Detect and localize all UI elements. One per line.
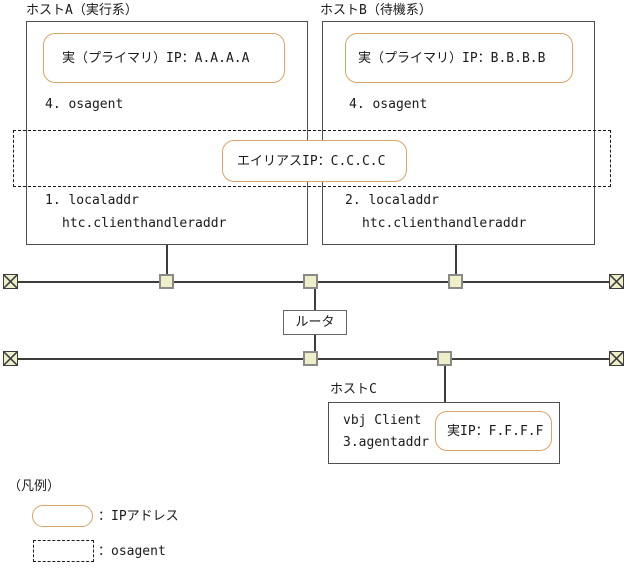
host-c-agentaddr-label: 3.agentaddr xyxy=(343,435,430,450)
host-a-box xyxy=(26,21,308,245)
bus-terminator-icon xyxy=(3,274,18,289)
host-a-localaddr-label: 1. localaddr xyxy=(45,193,139,208)
host-b-primary-ip-pill: 実（プライマリ）IP：B.B.B.B xyxy=(345,33,573,83)
host-b-primary-ip-label: 実（プライマリ）IP：B.B.B.B xyxy=(358,50,546,66)
host-a-network-tap xyxy=(159,274,174,289)
host-c-title: ホストC xyxy=(330,382,377,397)
host-c-drop-line xyxy=(444,366,446,403)
bus-terminator-icon xyxy=(609,274,624,289)
osagent-dashed-box xyxy=(13,130,611,187)
host-a-drop-line xyxy=(166,245,168,276)
legend-osagent-box-icon xyxy=(33,540,94,562)
router-bottom-network-tap xyxy=(303,351,318,366)
legend-ip-pill-icon xyxy=(32,505,93,527)
host-b-drop-line xyxy=(455,245,457,276)
host-a-primary-ip-label: 実（プライマリ）IP：A.A.A.A xyxy=(62,50,250,66)
host-b-title: ホストB（待機系） xyxy=(320,3,432,18)
bus-terminator-icon xyxy=(609,351,624,366)
host-b-osagent-label: 4. osagent xyxy=(349,97,428,112)
router-label: ルータ xyxy=(295,315,335,330)
alias-ip-label: エイリアスIP：C.C.C.C xyxy=(237,153,386,169)
legend-osagent-label: ：osagent xyxy=(98,544,166,559)
host-c-box xyxy=(328,402,560,464)
host-a-title: ホストA（実行系） xyxy=(26,3,138,18)
router-box: ルータ xyxy=(283,310,347,335)
host-c-real-ip-pill: 実IP：F.F.F.F xyxy=(435,411,552,451)
host-b-box xyxy=(322,21,595,245)
router-top-network-tap xyxy=(303,274,318,289)
host-c-client-label: vbj Client xyxy=(343,413,422,428)
alias-ip-pill: エイリアスIP：C.C.C.C xyxy=(222,140,407,182)
host-a-primary-ip-pill: 実（プライマリ）IP：A.A.A.A xyxy=(43,33,285,83)
host-b-network-tap xyxy=(448,274,463,289)
host-a-osagent-label: 4. osagent xyxy=(45,97,124,112)
host-a-handleraddr-label: htc.clienthandleraddr xyxy=(62,216,227,231)
host-c-network-tap xyxy=(437,351,452,366)
host-b-handleraddr-label: htc.clienthandleraddr xyxy=(362,216,527,231)
bus-terminator-icon xyxy=(3,351,18,366)
legend-title: （凡例） xyxy=(8,479,61,494)
legend-ip-label: ：IPアドレス xyxy=(98,509,179,524)
host-b-localaddr-label: 2. localaddr xyxy=(345,193,439,208)
host-c-real-ip-label: 実IP：F.F.F.F xyxy=(447,423,544,439)
